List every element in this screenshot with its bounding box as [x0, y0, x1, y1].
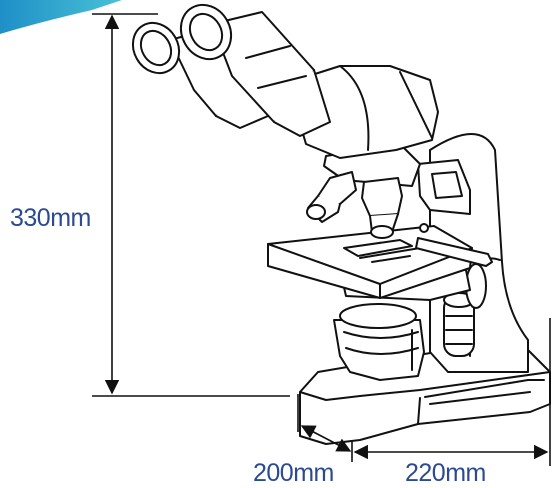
slide-clip — [415, 237, 493, 267]
height-dimension-label: 330mm — [10, 204, 91, 232]
depth-dimension-label: 200mm — [253, 459, 334, 487]
width-dimension-label: 220mm — [405, 459, 486, 487]
stage-slot — [343, 239, 413, 257]
corner-accent-shape — [0, 0, 122, 34]
eyepiece-right — [179, 3, 331, 137]
depth-dimension-arrow — [300, 425, 352, 452]
objective-lens-left — [306, 171, 357, 223]
objective-lens-right — [361, 177, 403, 239]
